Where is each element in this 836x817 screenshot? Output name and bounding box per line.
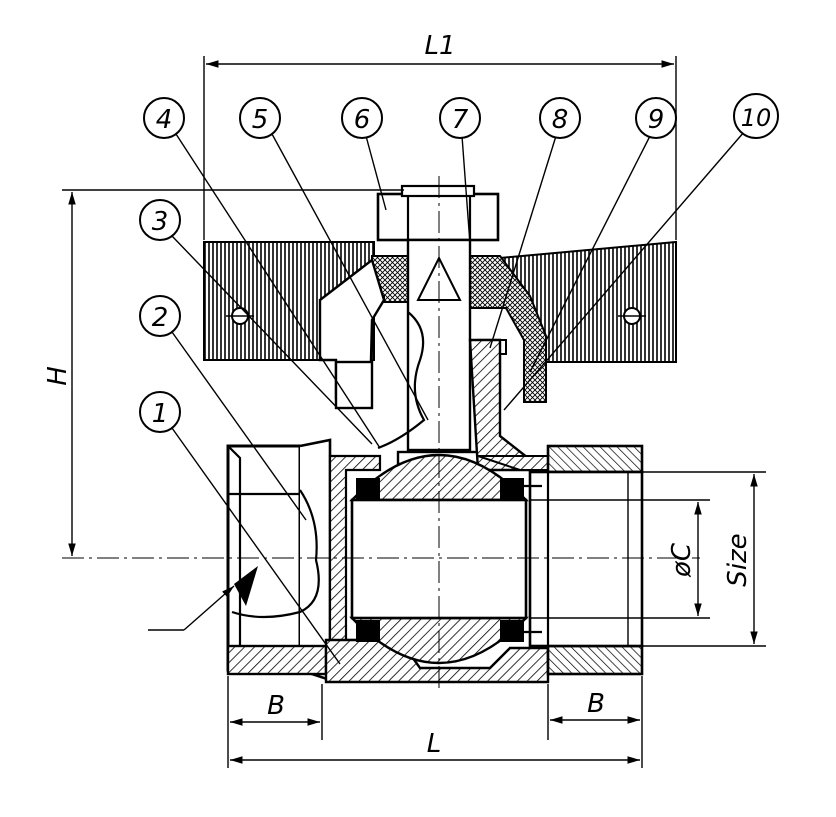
dimension-B-left-label: B: [267, 691, 285, 721]
callout-8: 8: [489, 97, 581, 349]
seat-bottom-left: [356, 620, 380, 642]
callout-8-label: 8: [552, 105, 569, 135]
callout-3: 3: [139, 199, 373, 445]
valve-stem: [396, 238, 480, 487]
callout-10: 10: [503, 93, 779, 411]
callout-1: 1: [139, 391, 341, 665]
dimension-L-label: L: [427, 729, 442, 759]
callout-9: 9: [529, 97, 677, 373]
callout-4: 4: [143, 97, 381, 449]
seat-top-right: [500, 478, 524, 500]
stem-nut: [376, 184, 500, 242]
seat-top-left: [356, 478, 380, 500]
seat-bottom-right: [500, 620, 524, 642]
callout-6-label: 6: [354, 105, 371, 135]
dimension-L1-label: L1: [424, 31, 455, 61]
callout-9-label: 9: [648, 105, 665, 135]
callout-7-label: 7: [452, 105, 469, 135]
dimension-phiC-label: øC: [667, 542, 697, 578]
callout-4-label: 4: [156, 105, 173, 135]
callout-2: 2: [139, 295, 307, 521]
callout-2-label: 2: [152, 303, 169, 333]
body-left-end: [226, 438, 332, 682]
dimension-H-label: H: [43, 366, 73, 386]
body-right-end: [516, 444, 644, 676]
callout-5: 5: [239, 97, 429, 421]
thread-leader: [183, 585, 235, 631]
callout-5-label: 5: [252, 105, 269, 135]
dimension-size-label: Size: [723, 533, 753, 586]
callout-10-label: 10: [741, 104, 772, 132]
callout-3-label: 3: [152, 207, 169, 237]
callout-7: 7: [439, 97, 481, 245]
callout-6: 6: [341, 97, 387, 211]
dimension-B-right-label: B: [587, 689, 605, 719]
callout-1-label: 1: [152, 399, 169, 429]
